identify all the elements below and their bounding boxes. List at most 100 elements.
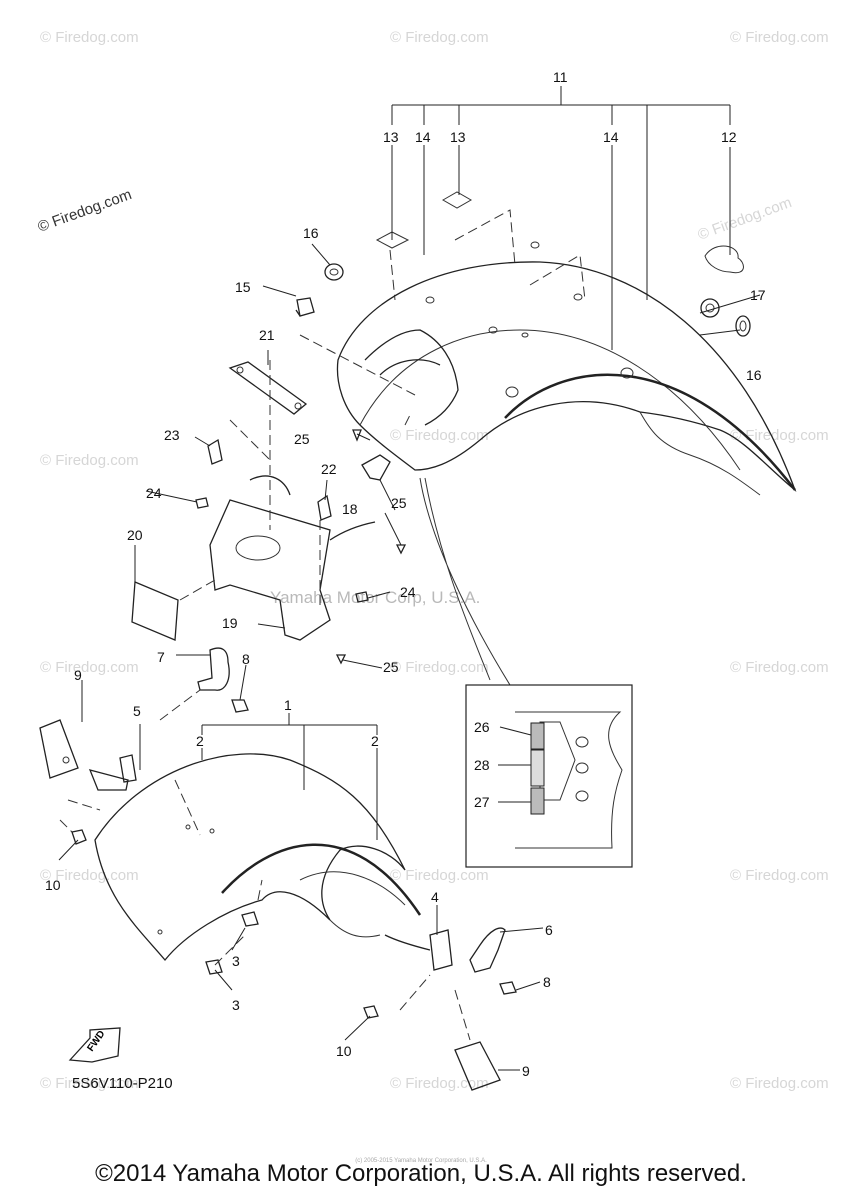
rear-fender-assembly — [131, 191, 797, 686]
pad-28 — [530, 749, 545, 787]
callout-19: 19 — [222, 615, 238, 631]
fine-print: (c) 2005-2015 Yamaha Motor Corporation, … — [355, 1158, 487, 1164]
wiring-lead — [419, 477, 511, 686]
leader-11 — [391, 86, 731, 300]
callout-24b: 24 — [400, 584, 416, 600]
fwd-label: FWD — [85, 1029, 107, 1054]
rear-fender-skirt — [639, 411, 761, 496]
callout-3b: 3 — [232, 997, 240, 1013]
fender-hole — [425, 296, 435, 304]
front-fender-inner — [299, 871, 406, 938]
watermark-site: © Firedog.com — [40, 659, 139, 676]
pad-24a — [195, 497, 209, 509]
callout-22: 22 — [321, 461, 337, 477]
watermark-site: © Firedog.com — [40, 29, 139, 46]
bracket-4 — [384, 929, 453, 971]
fender-hole — [573, 293, 583, 301]
watermark-site: © Firedog.com — [390, 867, 489, 884]
fender-hole — [505, 386, 519, 398]
fwd-arrow-shape — [68, 1027, 121, 1063]
tab-23 — [207, 438, 223, 465]
decal-guide — [389, 209, 586, 301]
copyright-footer: ©2014 Yamaha Motor Corporation, U.S.A. A… — [95, 1160, 747, 1187]
watermark-site: © Firedog.com — [390, 29, 489, 46]
nut-8a — [231, 699, 249, 713]
inset-hole — [575, 736, 589, 748]
callout-6: 6 — [545, 922, 553, 938]
rear-fender-inner-edge — [359, 329, 741, 471]
washer-17 — [700, 298, 720, 318]
grommet-16 — [735, 315, 751, 337]
license-bracket-19 — [209, 475, 376, 641]
reflector-9b — [454, 1041, 501, 1091]
callout-7: 7 — [157, 649, 165, 665]
fender-hole — [157, 929, 163, 935]
callout-14b: 14 — [603, 129, 619, 145]
callout-23: 23 — [164, 427, 180, 443]
screw-25c — [335, 654, 347, 665]
watermark-site: © Firedog.com — [730, 427, 829, 444]
clamp-6 — [469, 927, 506, 973]
callout-4: 4 — [431, 889, 439, 905]
callout-8a: 8 — [242, 651, 250, 667]
watermark-site: © Firedog.com — [390, 1075, 489, 1092]
callout-13b: 13 — [450, 129, 466, 145]
grommet-16-center — [739, 320, 747, 332]
fender-hole — [521, 332, 529, 338]
front-fender-assembly — [39, 647, 517, 1091]
callout-24a: 24 — [146, 485, 162, 501]
decal-13b — [441, 191, 473, 209]
pad-24b — [355, 591, 369, 603]
nut-10a — [71, 829, 87, 845]
callout-21: 21 — [259, 327, 275, 343]
callout-17: 17 — [750, 287, 766, 303]
leader-inset — [498, 726, 532, 803]
fwd-arrow: FWD — [68, 1027, 121, 1063]
callout-13a: 13 — [383, 129, 399, 145]
watermark-site: © Firedog.com — [40, 452, 139, 469]
watermark-site: © Firedog.com — [390, 427, 489, 444]
inset-hole — [575, 790, 589, 802]
leader-1 — [201, 713, 378, 790]
callout-27: 27 — [474, 794, 490, 810]
fender-hole — [530, 241, 540, 249]
leader-lines — [58, 86, 761, 1071]
bolt-3a — [241, 911, 259, 927]
callout-14a: 14 — [415, 129, 431, 145]
license-bracket-hole — [235, 535, 281, 561]
watermark-site: © Firedog.com — [730, 29, 829, 46]
callout-18: 18 — [342, 501, 358, 517]
callout-20: 20 — [127, 527, 143, 543]
reflector-bolt — [62, 756, 70, 764]
leader-11-branches — [391, 145, 731, 350]
grommet-16 — [324, 263, 344, 281]
part-18 — [361, 454, 391, 481]
fender-hole — [185, 824, 191, 830]
callout-3a: 3 — [232, 953, 240, 969]
nut-8b — [499, 981, 517, 995]
leader-lower — [58, 654, 544, 1071]
front-fender-trim-strip — [221, 843, 422, 916]
detail-inset — [465, 684, 633, 868]
callout-1: 1 — [284, 697, 292, 713]
watermark-site: © Firedog.com — [40, 867, 139, 884]
callout-11: 11 — [553, 69, 568, 85]
emblem-12 — [704, 245, 744, 274]
washer-17-center — [705, 303, 715, 313]
callout-5: 5 — [133, 703, 141, 719]
watermark-site: © Firedog.com — [730, 659, 829, 676]
bracket-guide — [179, 334, 416, 610]
callout-25c: 25 — [383, 659, 399, 675]
fender-hole — [488, 326, 498, 334]
callout-8b: 8 — [543, 974, 551, 990]
strip-hole — [236, 366, 244, 374]
reflector-9a — [39, 719, 79, 779]
callout-12: 12 — [721, 129, 737, 145]
callout-28: 28 — [474, 757, 490, 773]
callout-16a: 16 — [303, 225, 319, 241]
grommet-16-center — [329, 268, 339, 276]
watermark-site: © Firedog.com — [40, 1075, 139, 1092]
callout-9b: 9 — [522, 1063, 530, 1079]
callout-10b: 10 — [336, 1043, 352, 1059]
